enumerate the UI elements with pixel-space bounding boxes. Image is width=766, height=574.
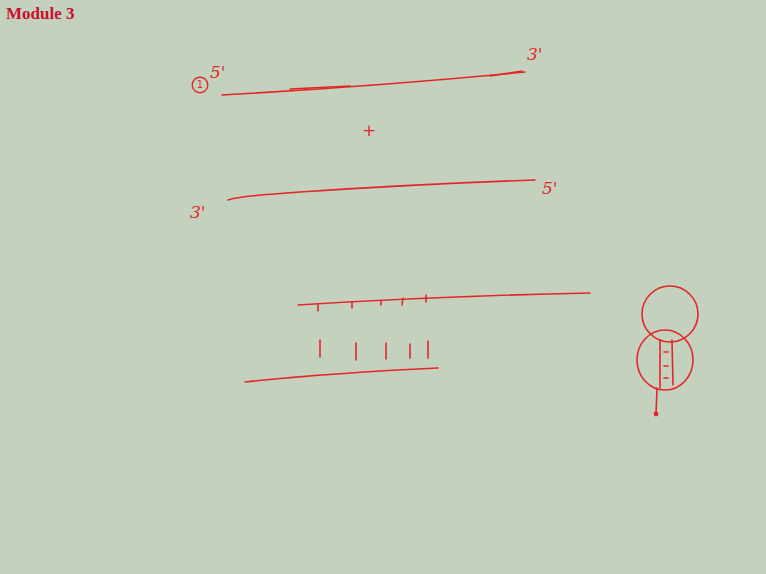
- callout-circle: 1: [191, 76, 209, 94]
- base-pair-ticks: [318, 295, 426, 311]
- strand-end-label: 5': [210, 64, 226, 81]
- base-pair-ticks: [320, 340, 428, 360]
- strand-end-dot: [654, 412, 657, 415]
- module-title: Module 3: [6, 5, 74, 22]
- strand-end-label: 5': [542, 180, 558, 197]
- strand-end-label: 3': [190, 204, 206, 221]
- hairpin-stem: [656, 340, 673, 414]
- hairpin-loop: [637, 330, 693, 390]
- strand-line: [298, 293, 590, 305]
- strand-line: [228, 180, 535, 200]
- strand-line: [290, 71, 522, 89]
- strand-line: [222, 72, 525, 95]
- strand-line: [245, 368, 438, 382]
- strand-end-label: 3': [527, 46, 543, 63]
- callout-number: 1: [191, 80, 209, 90]
- plus-sign: +: [362, 122, 376, 139]
- hairpin-stem: [664, 352, 668, 378]
